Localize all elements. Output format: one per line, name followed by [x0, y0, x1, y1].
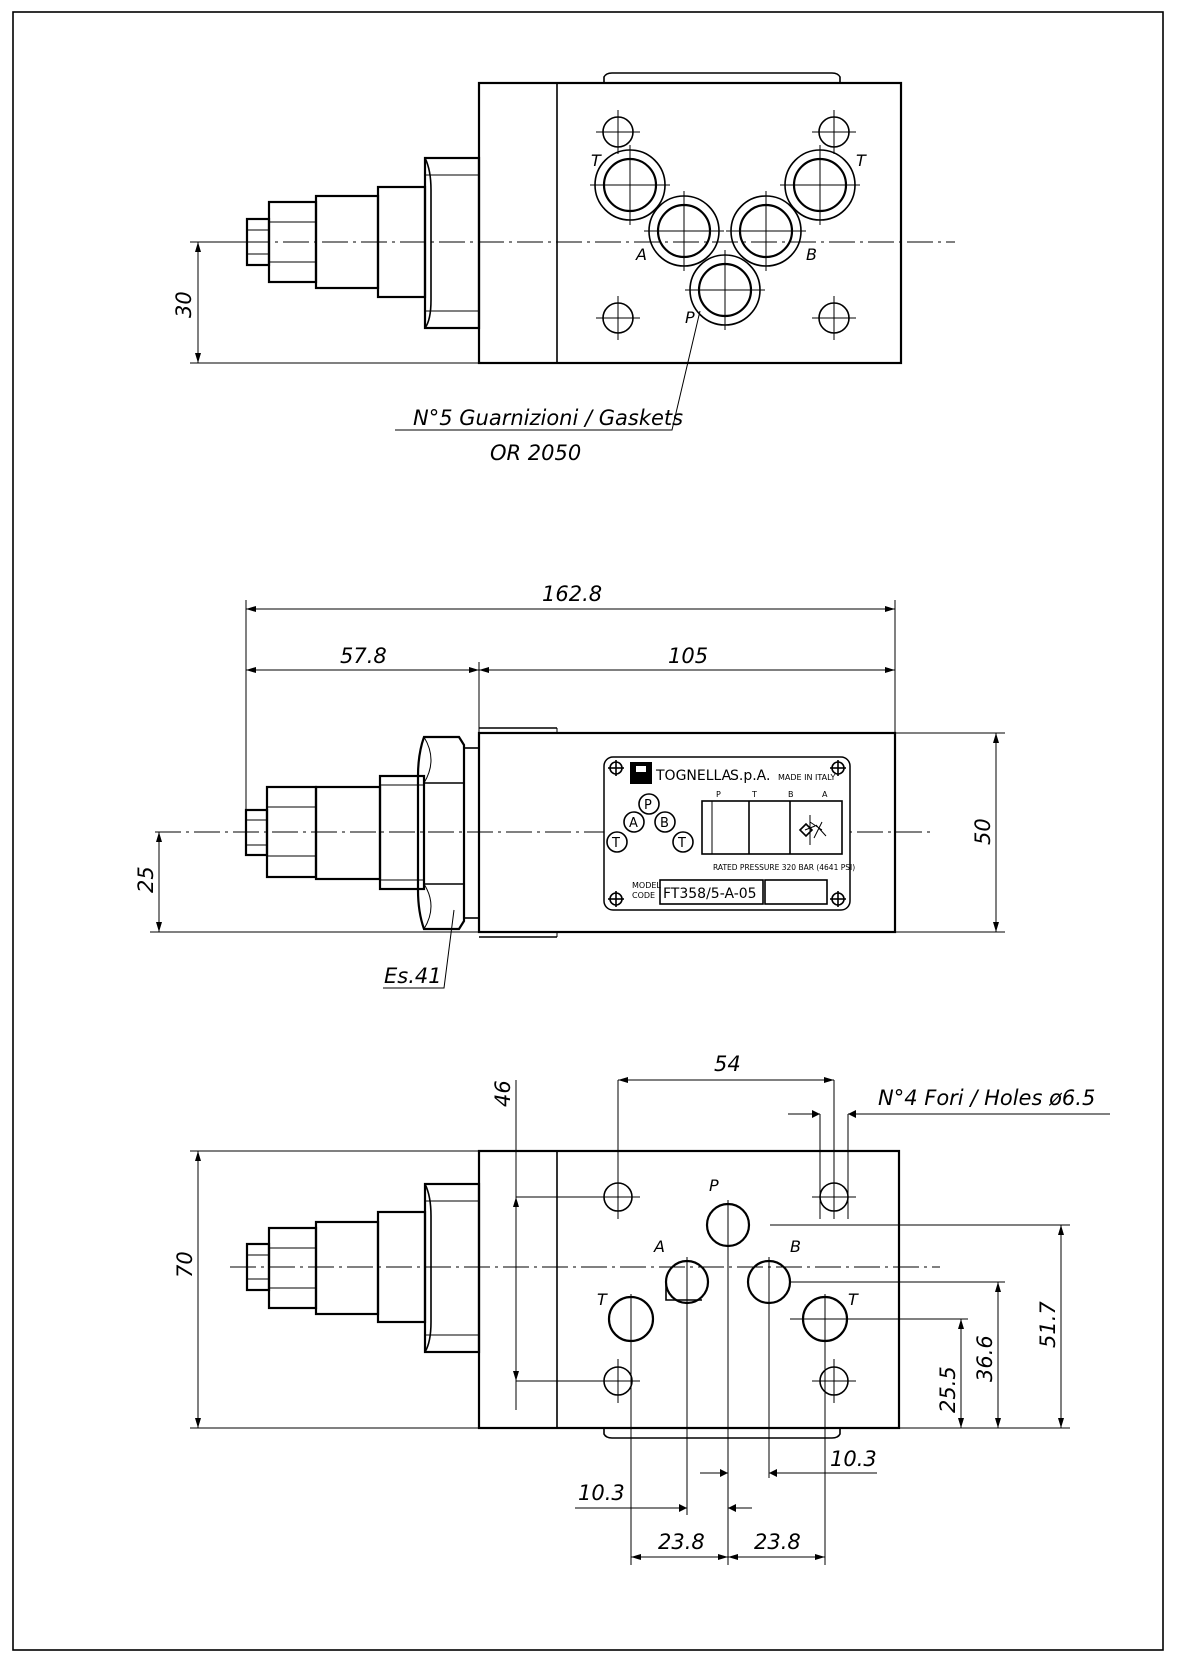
dim-bottom-54-text: 54: [714, 1052, 741, 1076]
bottom-rail: [603, 1428, 841, 1439]
dim-bottom-70-text: 70: [173, 1251, 197, 1278]
dim-side-162-8-text: 162.8: [542, 582, 602, 606]
dim-bottom-23-8-right: 23.8: [728, 1530, 825, 1560]
holes-note: N°4 Fori / Holes ø6.5: [788, 1086, 1110, 1219]
model-code: FT358/5-A-05: [663, 886, 757, 902]
dim-bottom-23-8-right-text: 23.8: [754, 1530, 801, 1554]
dim-bottom-23-8-left: 23.8: [631, 1530, 728, 1560]
dim-bottom-10-3-left-text: 10.3: [578, 1481, 625, 1505]
col-p: P: [716, 790, 721, 799]
dim-bottom-25-5: 25.5: [936, 1319, 964, 1428]
plate-port-p: P: [644, 798, 652, 813]
dim-side-105: 105: [479, 644, 895, 673]
side-view: TOGNELLA S.p.A. MADE IN ITALY P T B A P: [134, 582, 1005, 989]
bottom-port-label-t-right: T: [848, 1290, 859, 1309]
dim-side-57-8-text: 57.8: [340, 644, 387, 668]
bottom-ports: [607, 1200, 1070, 1565]
top-port-label-b: B: [806, 245, 817, 264]
dim-bottom-23-8-left-text: 23.8: [658, 1530, 705, 1554]
dim-top-30: 30: [172, 241, 479, 364]
holes-note-text: N°4 Fori / Holes ø6.5: [878, 1086, 1095, 1110]
plate-port-t2: T: [677, 836, 686, 851]
dim-side-50: 50: [895, 732, 1005, 933]
brand-logo: [630, 762, 652, 784]
bottom-mount-holes: [516, 1080, 856, 1403]
wrench-note: Es.41: [384, 964, 442, 988]
dim-bottom-36-6-text: 36.6: [973, 1335, 997, 1382]
bottom-port-label-a: A: [653, 1237, 665, 1256]
plate-port-b: B: [660, 816, 669, 831]
top-mount-holes: [596, 110, 856, 340]
top-port-label-p: P: [685, 308, 695, 327]
side-sleeve: [314, 785, 382, 881]
top-port-label-t-right: T: [856, 151, 867, 170]
dim-top-30-text: 30: [172, 291, 196, 318]
dim-side-105-text: 105: [668, 644, 708, 668]
wrench-leader: [383, 909, 455, 989]
dim-bottom-51-7-text: 51.7: [1036, 1301, 1060, 1348]
dim-side-50-text: 50: [971, 818, 995, 845]
dim-bottom-36-6: 36.6: [973, 1282, 1001, 1428]
dim-bottom-54: 54: [618, 1052, 834, 1083]
gasket-note-line1: N°5 Guarnizioni / Gaskets: [413, 406, 683, 430]
top-port-label-a: A: [635, 245, 647, 264]
col-b: B: [788, 790, 794, 799]
dim-bottom-51-7: 51.7: [899, 1225, 1070, 1429]
model-label-2: CODE: [632, 891, 655, 900]
plate-port-a: A: [629, 816, 638, 831]
col-t: T: [751, 790, 757, 799]
gasket-leader: [395, 310, 701, 431]
plate-port-circles: [606, 793, 694, 853]
top-view: T T A B P N°5 Guarnizioni / Gaskets OR 2…: [172, 72, 955, 465]
top-port-label-t-left: T: [591, 151, 602, 170]
bottom-view: P A B T T 54 N°4 Fori / Holes ø6.5 46: [173, 1052, 1110, 1565]
dim-side-25: 25: [134, 832, 479, 933]
dim-bottom-10-3-right-text: 10.3: [830, 1447, 877, 1471]
dim-bottom-46: 46: [491, 1080, 519, 1410]
brand-name: TOGNELLA: [655, 768, 732, 784]
bottom-port-label-p: P: [709, 1176, 719, 1195]
brand-suffix: S.p.A.: [730, 768, 770, 784]
bottom-body: [477, 1149, 901, 1430]
dim-bottom-70: 70: [173, 1150, 479, 1429]
top-hex-nut: [423, 156, 481, 330]
valve-symbol: [701, 800, 843, 855]
top-rail: [603, 72, 841, 83]
nameplate: TOGNELLA S.p.A. MADE IN ITALY P T B A P: [603, 756, 855, 911]
made-in: MADE IN ITALY: [778, 773, 836, 782]
side-hex-nut: [416, 735, 466, 931]
dim-side-162-8: 162.8: [245, 582, 896, 810]
plate-port-t1: T: [611, 836, 620, 851]
sheet-border: [12, 11, 1164, 1651]
col-a: A: [822, 790, 828, 799]
dim-side-57-8: 57.8: [246, 644, 480, 733]
rated-pressure: RATED PRESSURE 320 BAR (4641 PSI): [713, 863, 855, 872]
dim-side-25-text: 25: [134, 866, 158, 893]
model-label-1: MODEL: [632, 881, 661, 890]
dim-bottom-25-5-text: 25.5: [936, 1366, 960, 1413]
top-ports: [590, 145, 860, 330]
dim-bottom-10-3-left: 10.3: [575, 1481, 752, 1512]
dim-bottom-46-text: 46: [491, 1080, 515, 1107]
dim-bottom-10-3-right: 10.3: [700, 1447, 877, 1477]
bottom-port-label-b: B: [790, 1237, 801, 1256]
bottom-port-label-t-left: T: [597, 1290, 608, 1309]
gasket-note-line2: OR 2050: [490, 441, 581, 465]
